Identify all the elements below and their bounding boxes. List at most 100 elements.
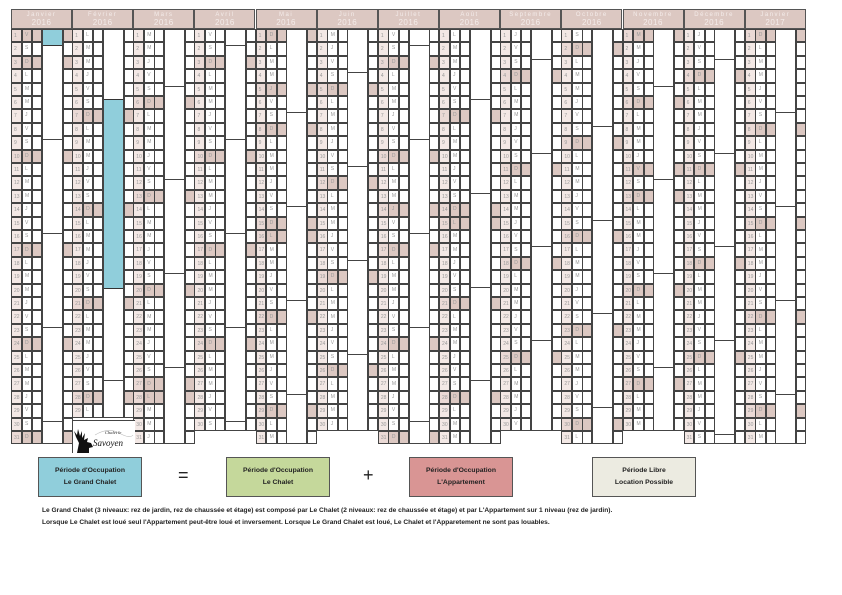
week-occupancy-cell[interactable] [41,29,63,445]
day-end-cell[interactable] [551,29,562,43]
day-row[interactable]: 17 [439,243,501,257]
day-row[interactable]: 28 [194,390,256,405]
day-row[interactable]: 15 [439,216,501,230]
occupancy-block-grand-chalet[interactable] [42,30,62,47]
day-row[interactable]: 18 [377,256,440,271]
day-end-cell[interactable] [62,176,73,190]
day-end-cell[interactable] [612,82,623,96]
day-end-cell[interactable] [62,136,73,150]
day-mark-cell[interactable] [93,310,104,324]
day-mark-cell[interactable] [765,163,776,177]
day-mark-cell[interactable] [154,69,165,83]
day-mark-cell[interactable] [398,55,409,70]
day-end-cell[interactable] [184,404,195,418]
day-row[interactable]: 27 [683,377,746,391]
day-end-cell[interactable] [796,431,807,445]
day-mark-cell[interactable] [704,323,715,338]
day-end-cell[interactable] [735,350,746,364]
day-row[interactable]: 26 [377,364,440,378]
day-end-cell[interactable] [368,189,379,204]
day-mark-cell[interactable] [215,350,226,364]
day-row[interactable]: 10 [500,149,562,163]
day-row[interactable]: 10 [683,149,746,163]
day-mark-cell[interactable] [643,96,654,110]
day-row[interactable]: 27 [561,377,623,391]
day-row[interactable]: 23 [255,323,318,338]
day-mark-cell[interactable] [521,149,532,163]
day-row[interactable]: 3 [72,55,134,70]
day-mark-cell[interactable] [460,283,471,297]
day-end-cell[interactable] [612,55,623,70]
day-end-cell[interactable] [368,29,379,43]
day-mark-cell[interactable] [704,283,715,297]
day-mark-cell[interactable] [337,364,348,378]
day-end-cell[interactable] [429,163,440,177]
day-end-cell[interactable] [735,256,746,271]
day-mark-cell[interactable] [398,243,409,257]
day-end-cell[interactable] [490,216,501,230]
day-mark-cell[interactable] [154,270,165,284]
week-occupancy-cell[interactable] [592,29,614,445]
day-row[interactable]: 17 [11,243,73,257]
day-end-cell[interactable] [429,55,440,70]
day-end-cell[interactable] [184,149,195,163]
day-row[interactable]: 22 [255,310,318,324]
day-row[interactable]: 10 [194,149,256,163]
day-mark-cell[interactable] [765,189,776,204]
day-mark-cell[interactable] [521,350,532,364]
day-end-cell[interactable] [796,297,807,311]
day-mark-cell[interactable] [521,390,532,405]
day-mark-cell[interactable] [398,216,409,230]
day-end-cell[interactable] [245,82,256,96]
day-row[interactable]: 15 [683,216,746,230]
day-row[interactable]: 10 [255,149,318,163]
day-end-cell[interactable] [245,364,256,378]
day-row[interactable]: 6 [194,96,256,110]
day-end-cell[interactable] [735,136,746,150]
day-mark-cell[interactable] [765,323,776,338]
day-mark-cell[interactable] [460,256,471,271]
day-end-cell[interactable] [245,55,256,70]
day-row[interactable]: 2 [316,42,379,56]
day-row[interactable]: 14 [377,203,440,217]
day-end-cell[interactable] [429,350,440,364]
day-mark-cell[interactable] [276,283,287,297]
day-row[interactable]: 11 [683,163,746,177]
day-end-cell[interactable] [551,55,562,70]
day-end-cell[interactable] [612,390,623,405]
day-row[interactable]: 27 [133,377,195,391]
day-end-cell[interactable] [245,109,256,123]
day-end-cell[interactable] [429,203,440,217]
day-row[interactable]: 10 [439,149,501,163]
day-row[interactable]: 30 [316,417,379,431]
day-row[interactable]: 13 [72,189,134,204]
day-row[interactable]: 5 [11,82,73,96]
day-mark-cell[interactable] [521,216,532,230]
day-mark-cell[interactable] [582,96,593,110]
day-end-cell[interactable] [368,310,379,324]
day-end-cell[interactable] [307,243,318,257]
day-end-cell[interactable] [123,350,134,364]
day-mark-cell[interactable] [398,203,409,217]
day-mark-cell[interactable] [337,176,348,190]
day-row[interactable]: 18 [622,256,684,271]
day-row[interactable]: 21 [133,297,195,311]
day-end-cell[interactable] [735,404,746,418]
day-row[interactable]: 27 [255,377,318,391]
day-end-cell[interactable] [490,337,501,351]
day-row[interactable]: 22 [683,310,746,324]
day-row[interactable]: 9 [500,136,562,150]
day-row[interactable]: 19 [377,270,440,284]
day-end-cell[interactable] [368,230,379,244]
day-row[interactable]: 21 [561,297,623,311]
day-mark-cell[interactable] [521,55,532,70]
day-mark-cell[interactable] [460,176,471,190]
day-end-cell[interactable] [184,243,195,257]
day-mark-cell[interactable] [460,55,471,70]
day-mark-cell[interactable] [460,230,471,244]
day-mark-cell[interactable] [154,337,165,351]
day-end-cell[interactable] [307,122,318,137]
day-end-cell[interactable] [551,377,562,391]
day-end-cell[interactable] [62,216,73,230]
day-end-cell[interactable] [429,96,440,110]
